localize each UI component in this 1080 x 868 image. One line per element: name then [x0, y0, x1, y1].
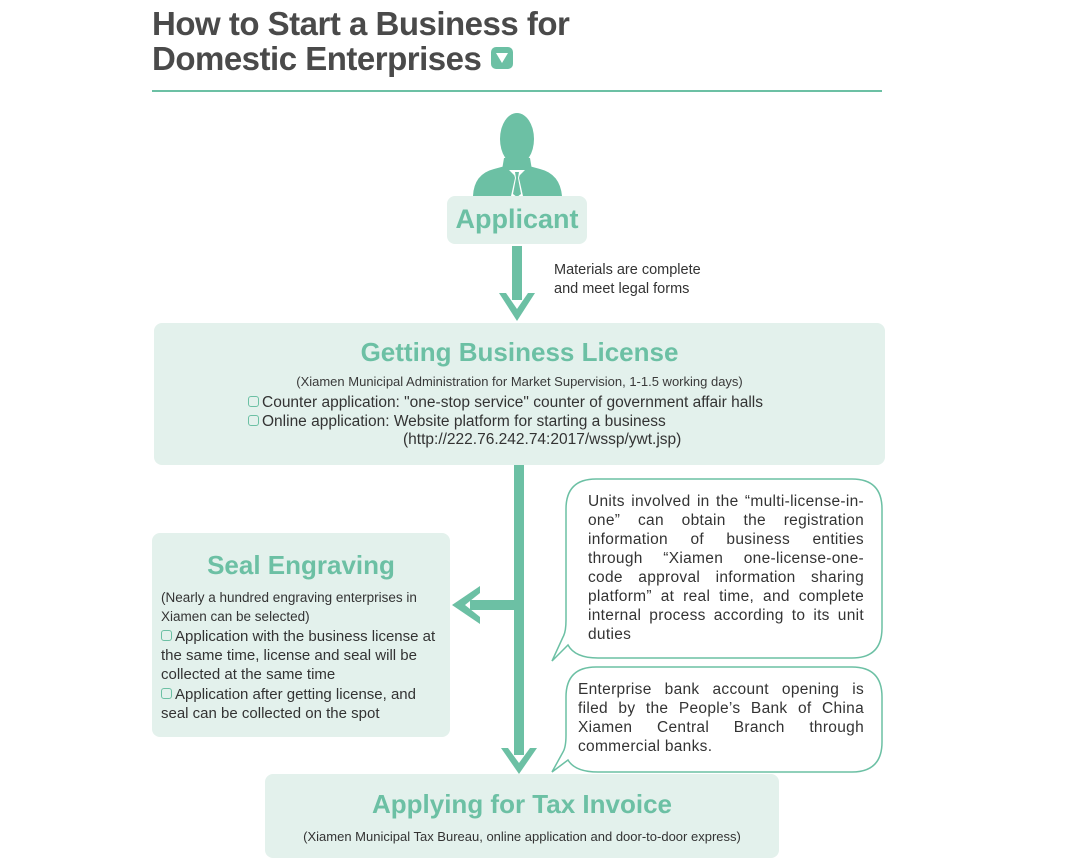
seal-engraving-box: Seal Engraving (Nearly a hundred engravi… [152, 533, 450, 737]
seal-engraving-heading: Seal Engraving [207, 550, 395, 580]
person-silhouette-icon [473, 113, 562, 197]
arrow-applicant-to-license [499, 246, 535, 321]
license-url: (http://222.76.242.74:2017/wssp/ywt.jsp) [403, 431, 682, 448]
title-line-2-text: Domestic Enterprises [152, 40, 482, 77]
speech-bubble-1 [551, 478, 883, 662]
seal-item-after-license: Application after getting license, and s… [161, 685, 446, 723]
seal-item-after-license-text: Application after getting license, and s… [161, 686, 416, 722]
seal-item-with-license-text: Application with the business license at… [161, 628, 436, 683]
title-line-2: Domestic Enterprises [152, 41, 712, 76]
bullet-icon [248, 415, 259, 426]
business-license-box: Getting Business License (Xiamen Municip… [154, 323, 885, 465]
business-license-heading: Getting Business License [360, 337, 679, 367]
seal-engraving-note: (Nearly a hundred engraving enterprises … [161, 590, 417, 624]
bubble-2-text: Enterprise bank account opening is filed… [578, 681, 864, 755]
tax-invoice-box: Applying for Tax Invoice (Xiamen Municip… [265, 774, 779, 858]
business-license-subtitle: (Xiamen Municipal Administration for Mar… [296, 374, 743, 389]
bullet-icon [161, 630, 172, 641]
materials-note: Materials are complete and meet legal fo… [554, 261, 701, 299]
arrow-license-to-tax [501, 465, 537, 774]
bullet-icon [161, 688, 172, 699]
applicant-label: Applicant [455, 204, 579, 234]
license-item-counter-text: Counter application: "one-stop service" … [262, 394, 763, 411]
arrow-to-seal [452, 586, 518, 624]
materials-note-line-1: Materials are complete [554, 262, 701, 278]
title-line-1: How to Start a Business for [152, 5, 570, 42]
bubble-1-text: Units involved in the “multi-license-in-… [588, 493, 864, 643]
seal-item-with-license: Application with the business license at… [161, 627, 446, 684]
title-divider [152, 90, 882, 92]
bullet-icon [248, 396, 259, 407]
license-item-online: Online application: Website platform for… [248, 413, 666, 431]
materials-note-line-2: and meet legal forms [554, 281, 690, 297]
tax-invoice-subtitle: (Xiamen Municipal Tax Bureau, online app… [303, 829, 741, 844]
chevron-down-icon[interactable] [491, 47, 514, 70]
license-item-online-text: Online application: Website platform for… [262, 413, 666, 430]
applicant-box: Applicant [447, 196, 587, 244]
license-item-counter: Counter application: "one-stop service" … [248, 394, 763, 412]
tax-invoice-heading: Applying for Tax Invoice [371, 789, 672, 819]
page-title: How to Start a Business for Domestic Ent… [152, 6, 712, 76]
speech-bubble-2 [551, 666, 883, 773]
